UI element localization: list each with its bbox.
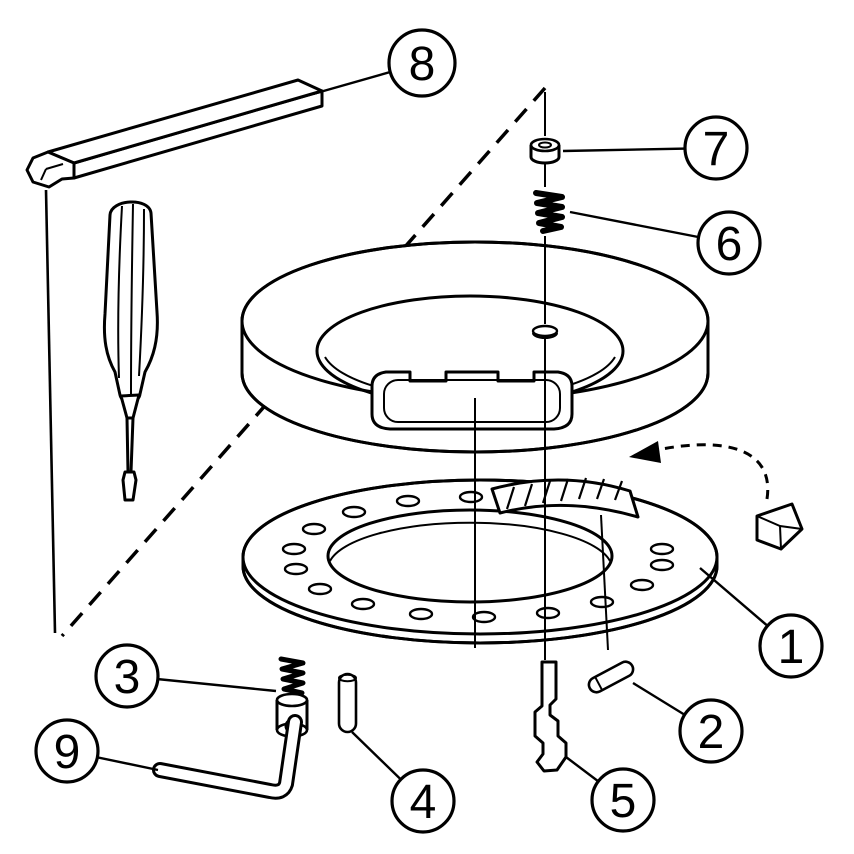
pry-tool-hook-tip xyxy=(25,150,76,189)
nut-hole xyxy=(538,141,552,149)
bolt-hole xyxy=(307,582,333,596)
callout-9-circle xyxy=(34,718,100,784)
bolt-hole xyxy=(408,607,434,621)
screwdriver xyxy=(102,200,159,502)
bolt-hole xyxy=(629,578,655,592)
callout-7: 7 xyxy=(562,115,749,181)
screwdriver-shaft xyxy=(125,416,135,474)
screw-spring-coil xyxy=(278,656,306,701)
arrowhead xyxy=(629,441,661,463)
callout-8-label: 8 xyxy=(409,38,436,91)
bolt-hole xyxy=(350,597,376,611)
base-plate-center-hole-wall xyxy=(329,521,611,562)
callouts: 1 2 3 4 5 6 7 xyxy=(34,28,824,834)
base-plate-center-hole xyxy=(326,508,614,604)
bolt-hole xyxy=(341,505,367,519)
nut-top xyxy=(529,137,561,153)
pin-part xyxy=(337,672,358,734)
side-pin-end-line xyxy=(594,676,604,691)
cutter-body-pocket-inner-line xyxy=(383,379,561,423)
screwdriver-collar xyxy=(119,393,141,420)
callout-1-label: 1 xyxy=(778,621,805,674)
callout-3: 3 xyxy=(94,643,277,709)
wedge-insert-arrow xyxy=(629,441,770,500)
base-plate xyxy=(241,477,719,651)
callout-2-circle xyxy=(678,698,744,764)
hook-outline xyxy=(533,660,568,773)
pin-body xyxy=(337,672,358,734)
screw-body xyxy=(275,700,309,730)
base-plate-top-rim xyxy=(241,478,719,636)
callout-9: 9 xyxy=(34,718,159,784)
left-boundary-line xyxy=(44,189,57,634)
screwdriver-handle-flutes xyxy=(117,203,145,397)
serrated-wedge-seat xyxy=(490,477,640,651)
callout-6-label: 6 xyxy=(716,218,743,271)
wedge-piece xyxy=(755,502,804,551)
pry-tool-top-face xyxy=(46,78,324,165)
cutter-body-center-pocket xyxy=(370,370,574,431)
hex-key-fill xyxy=(155,717,300,797)
callout-3-circle xyxy=(94,643,160,709)
bolt-hole xyxy=(281,542,307,556)
callout-5: 5 xyxy=(565,756,656,833)
serration-teeth xyxy=(505,477,624,510)
nut-part xyxy=(529,137,561,165)
cutter-body-screw-hole xyxy=(531,324,559,338)
arrow-arc xyxy=(661,443,770,500)
bolt-hole xyxy=(458,490,484,504)
base-plate-bolt-holes xyxy=(281,490,675,624)
bolt-hole xyxy=(395,494,421,508)
screw-top xyxy=(275,692,309,708)
bolt-hole xyxy=(649,558,675,572)
bolt-hole xyxy=(301,522,327,536)
bolt-hole xyxy=(471,610,497,624)
callout-3-label: 3 xyxy=(114,651,141,704)
callout-8-circle xyxy=(387,28,457,98)
pry-tool xyxy=(25,78,324,189)
pin-end-face xyxy=(338,673,357,683)
callout-5-label: 5 xyxy=(610,775,637,828)
base-plate-bottom-edge xyxy=(241,565,719,645)
callout-4: 4 xyxy=(351,731,456,834)
callout-2: 2 xyxy=(632,681,744,764)
callout-5-circle xyxy=(590,767,656,833)
screwdriver-blade-tip xyxy=(121,470,138,502)
callout-6-circle xyxy=(696,210,762,276)
callout-4-circle xyxy=(390,768,456,834)
spring-coil xyxy=(533,190,565,234)
bolt-hole xyxy=(589,595,615,609)
hex-key xyxy=(152,714,303,800)
bolt-hole xyxy=(649,542,675,556)
bolt-hole xyxy=(535,606,561,620)
callout-2-label: 2 xyxy=(698,706,725,759)
callout-1: 1 xyxy=(699,567,824,679)
pry-tool-hook-detail xyxy=(40,163,64,181)
callout-7-label: 7 xyxy=(703,123,730,176)
seat-to-pin-line xyxy=(600,514,609,651)
callout-9-label: 9 xyxy=(54,726,81,779)
bolt-hole xyxy=(283,562,309,576)
callout-8: 8 xyxy=(312,28,457,98)
side-pin-body xyxy=(587,660,635,694)
cutter-body xyxy=(240,240,710,454)
axis-lines xyxy=(474,236,546,660)
spring-part xyxy=(533,190,565,234)
hook-part xyxy=(533,660,568,773)
side-pin-part xyxy=(587,660,635,694)
callout-4-label: 4 xyxy=(410,776,437,829)
wedge-edges xyxy=(756,515,803,550)
callout-6: 6 xyxy=(569,210,762,276)
callout-7-circle xyxy=(683,115,749,181)
callout-1-circle xyxy=(758,613,824,679)
